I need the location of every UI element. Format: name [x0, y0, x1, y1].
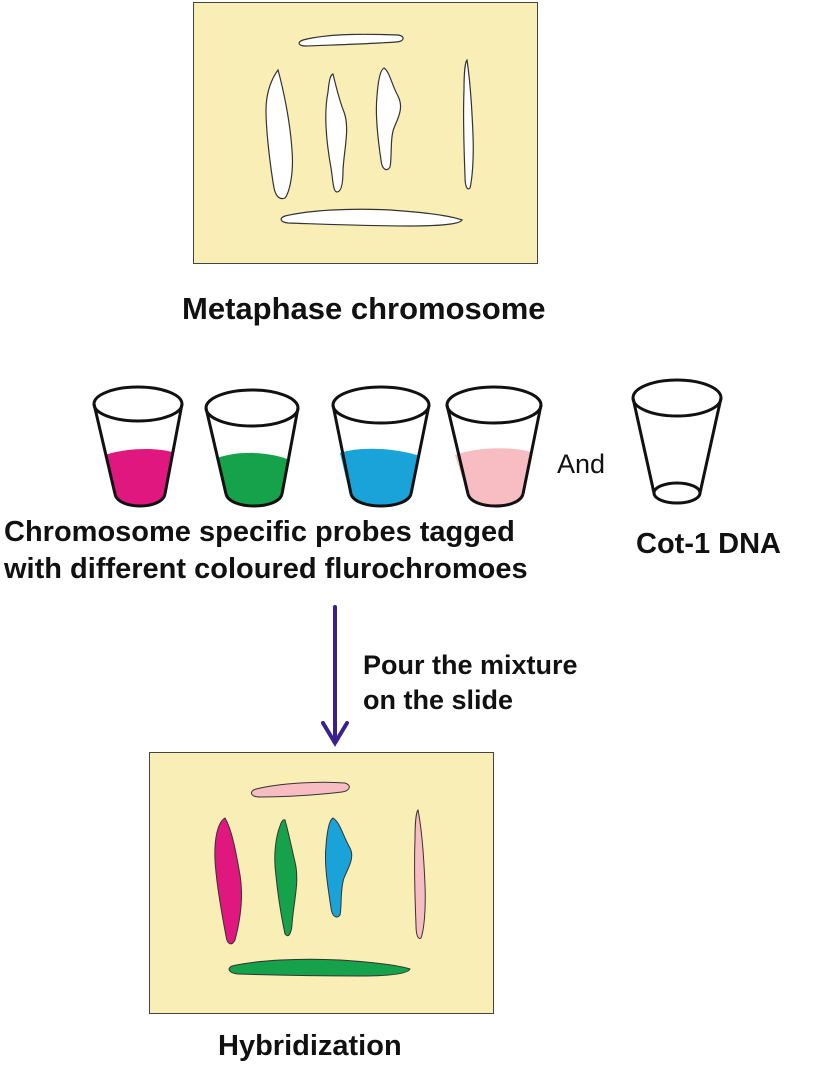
magenta-probe-fill [105, 448, 172, 506]
pour-label-line1: Pour the mixture [363, 650, 578, 680]
chromosome-bottom-horizontal [280, 208, 463, 227]
chromosome-right [462, 58, 474, 190]
chromosome-third [375, 67, 402, 171]
metaphase-chromosome-label: Metaphase chromosome [182, 291, 546, 326]
cup-outlines [92, 378, 723, 508]
blue-chromosome [325, 817, 353, 918]
hybridized-chromosomes [214, 781, 426, 977]
blue-probe-fill [340, 448, 420, 505]
pour-label-line2: on the slide [363, 685, 514, 715]
pour-arrow [321, 605, 349, 747]
pink-probe-fill [455, 448, 531, 505]
chromosome-left [265, 68, 294, 200]
probes-label-line1: Chromosome specific probes tagged [4, 516, 515, 548]
cot1-dna-label: Cot-1 DNA [636, 528, 781, 560]
and-label: And [557, 449, 606, 479]
probes-label-line2: with different coloured flurochromoes [4, 553, 528, 585]
chromosome-second [325, 73, 348, 193]
chromosome-top-horizontal [298, 33, 404, 47]
unstained-chromosomes [265, 33, 474, 227]
green-chromosome-vertical [274, 819, 298, 937]
pink-chromosome-vertical [414, 808, 426, 939]
green-chromosome-horizontal [228, 958, 411, 977]
pink-chromosome-horizontal [251, 781, 350, 798]
magenta-chromosome [214, 817, 242, 945]
hybridization-label: Hybridization [218, 1030, 402, 1062]
green-probe-fill [217, 452, 290, 506]
